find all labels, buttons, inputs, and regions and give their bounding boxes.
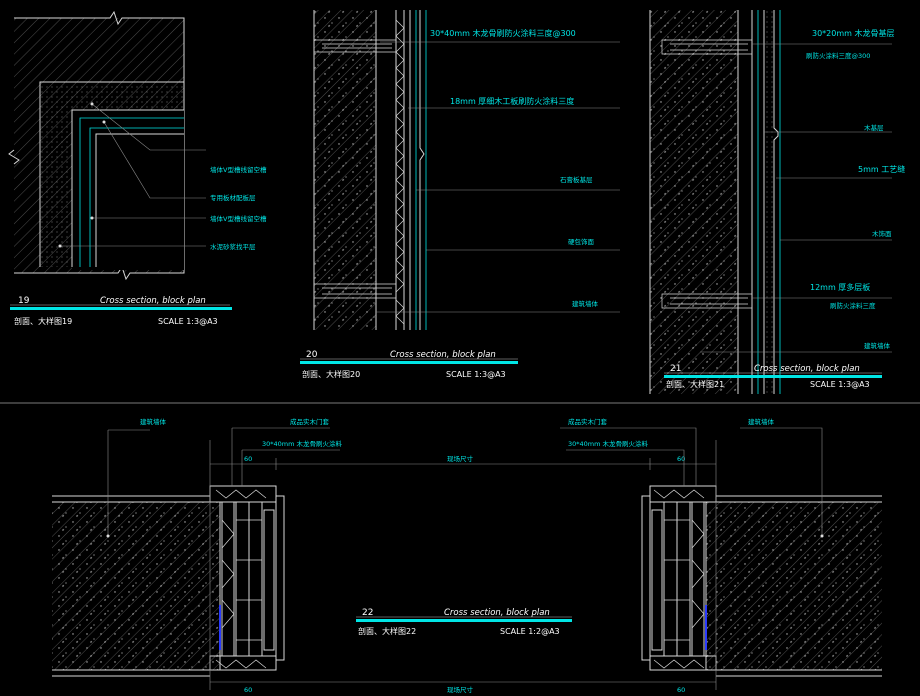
d19-label-4: 水泥砂浆找平层 [210,242,256,251]
detail-22: 60 现场尺寸 60 60 现场尺寸 60 建筑墙体 成品实木门套 30*40m… [52,417,882,694]
d21-title: Cross section, block plan [754,364,860,374]
d21-label-2: 刷防火涂料三度@300 [806,51,870,60]
d22-label-1: 建筑墙体 [140,417,167,426]
d19-scale: SCALE 1:3@A3 [158,317,218,326]
d20-label-4: 硬包饰面 [568,237,595,246]
d21-label-3: 木基层 [864,123,884,132]
d22-dim-6: 60 [677,686,685,694]
d22-label-4: 成品实木门套 [568,417,608,426]
detail-19: 墙体V型槽线留空槽 专用板材配板层 墙体V型槽线留空槽 水泥砂浆找平层 19 C… [8,10,267,326]
d22-subtitle: 剖面、大样图22 [358,626,416,636]
d20-scale: SCALE 1:3@A3 [446,370,506,379]
d19-label-1: 墙体V型槽线留空槽 [210,165,267,174]
d19-number: 19 [18,296,30,306]
detail-21: 30*20mm 木龙骨基层 刷防火涂料三度@300 木基层 5mm 工艺缝 木饰… [649,10,905,394]
d22-label-6: 建筑墙体 [748,417,775,426]
d21-label-1: 30*20mm 木龙骨基层 [812,28,895,38]
d22-dim-2: 现场尺寸 [447,454,474,463]
d21-subtitle: 剖面、大样图21 [666,379,724,389]
d21-label-4: 5mm 工艺缝 [858,164,905,174]
d20-number: 20 [306,350,318,360]
d22-dim-3: 60 [677,455,685,463]
detail-20: 30*40mm 木龙骨刷防火涂料三度@300 18mm 厚细木工板刷防火涂料三度… [300,10,620,379]
d21-label-8: 建筑墙体 [864,341,891,350]
d20-label-5: 建筑墙体 [572,299,599,308]
d19-title: Cross section, block plan [100,296,206,306]
d19-label-3: 墙体V型槽线留空槽 [210,214,267,223]
d20-label-2: 18mm 厚细木工板刷防火涂料三度 [450,96,574,106]
d21-label-7: 刷防火涂料三度 [830,301,876,310]
d22-title: Cross section, block plan [444,608,550,618]
d22-dim-4: 60 [244,686,252,694]
d21-label-6: 12mm 厚多层板 [810,282,870,292]
d22-number: 22 [362,608,373,618]
d22-dim-1: 60 [244,455,252,463]
d22-dim-5: 现场尺寸 [447,685,474,694]
d22-label-5: 30*40mm 木龙骨刷火涂料 [568,439,649,448]
d20-subtitle: 剖面、大样图20 [302,369,360,379]
d21-label-5: 木饰面 [872,229,892,238]
d22-scale: SCALE 1:2@A3 [500,627,560,636]
d20-label-3: 石膏板基层 [560,175,593,184]
d21-number: 21 [670,364,681,374]
d19-label-2: 专用板材配板层 [210,193,256,202]
d19-subtitle: 剖面、大样图19 [14,316,72,326]
d20-label-1: 30*40mm 木龙骨刷防火涂料三度@300 [430,28,576,38]
d21-scale: SCALE 1:3@A3 [810,380,870,389]
d22-label-2: 成品实木门套 [290,417,330,426]
d22-label-3: 30*40mm 木龙骨刷火涂料 [262,439,343,448]
d20-title: Cross section, block plan [390,350,496,360]
